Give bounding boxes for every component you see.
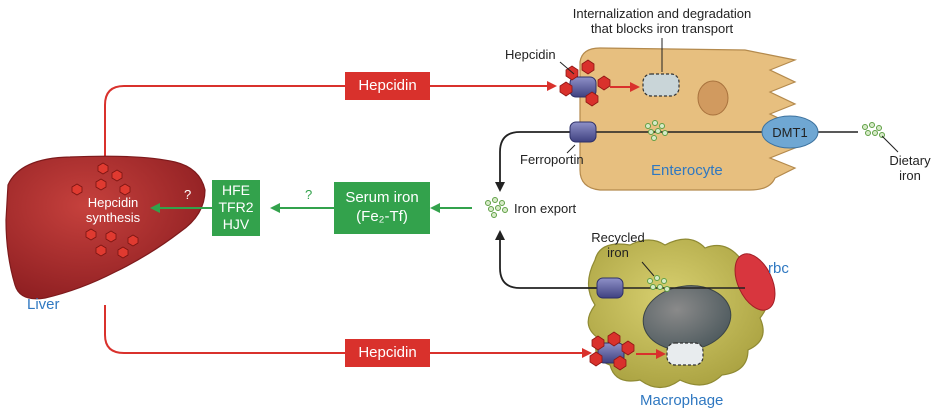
macrophage-label: Macrophage xyxy=(640,392,724,409)
iron-sensor-box: HFE TFR2 HJV xyxy=(212,180,260,236)
dmt1-transporter xyxy=(761,115,819,149)
recycled-iron-label: Recycled iron xyxy=(591,230,645,260)
liver-organ xyxy=(5,155,206,300)
hepcidin-box-lower: Hepcidin xyxy=(345,339,430,367)
internalization-label: Internalization and degradation that blo… xyxy=(572,6,752,36)
liver-label: Liver xyxy=(27,296,60,313)
hepcidin-molecules-enterocyte xyxy=(559,59,611,107)
ferroportin-macrophage xyxy=(596,277,624,299)
iron-cluster-dietary xyxy=(862,122,885,138)
hepcidin-label-enterocyte: Hepcidin xyxy=(505,47,556,62)
enterocyte-nucleus xyxy=(697,80,729,116)
dietary-iron-label: Dietary iron xyxy=(889,153,931,183)
sensor-hjv: HJV xyxy=(222,216,250,232)
rbc-label: rbc xyxy=(768,260,789,277)
serum-iron-box: Serum iron (Fe₂-Tf) xyxy=(334,182,430,234)
question-mark-liver: ? xyxy=(184,187,192,202)
ferroportin-label: Ferroportin xyxy=(520,152,584,167)
sensor-tfr2: TFR2 xyxy=(218,199,254,215)
ferroportin-enterocyte xyxy=(569,121,597,143)
hepcidin-molecules-macrophage xyxy=(589,331,635,371)
internalized-ferroportin-vesicle-macrophage xyxy=(666,342,704,366)
internalized-ferroportin-vesicle xyxy=(642,73,680,97)
iron-export-label: Iron export xyxy=(514,201,577,216)
sensor-hfe: HFE xyxy=(222,182,250,198)
question-mark-serum: ? xyxy=(305,187,313,202)
hepcidin-lower-pathway xyxy=(104,305,592,358)
hepcidin-synthesis-label: Hepcidin synthesis xyxy=(85,195,141,225)
iron-cluster-enterocyte xyxy=(645,120,668,141)
hepcidin-molecules-liver xyxy=(71,162,139,259)
dmt1-label: DMT1 xyxy=(772,125,808,140)
iron-cluster-recycled xyxy=(647,275,670,292)
hepcidin-upper-pathway xyxy=(104,81,557,158)
label-leader-lines xyxy=(559,38,899,277)
serum-iron-formula: (Fe₂-Tf) xyxy=(356,208,408,225)
rbc-cell xyxy=(734,253,776,311)
iron-cluster-export xyxy=(485,197,508,218)
enterocyte-label: Enterocyte xyxy=(651,162,723,179)
serum-iron-label: Serum iron xyxy=(345,189,419,206)
hepcidin-box-upper: Hepcidin xyxy=(345,72,430,100)
